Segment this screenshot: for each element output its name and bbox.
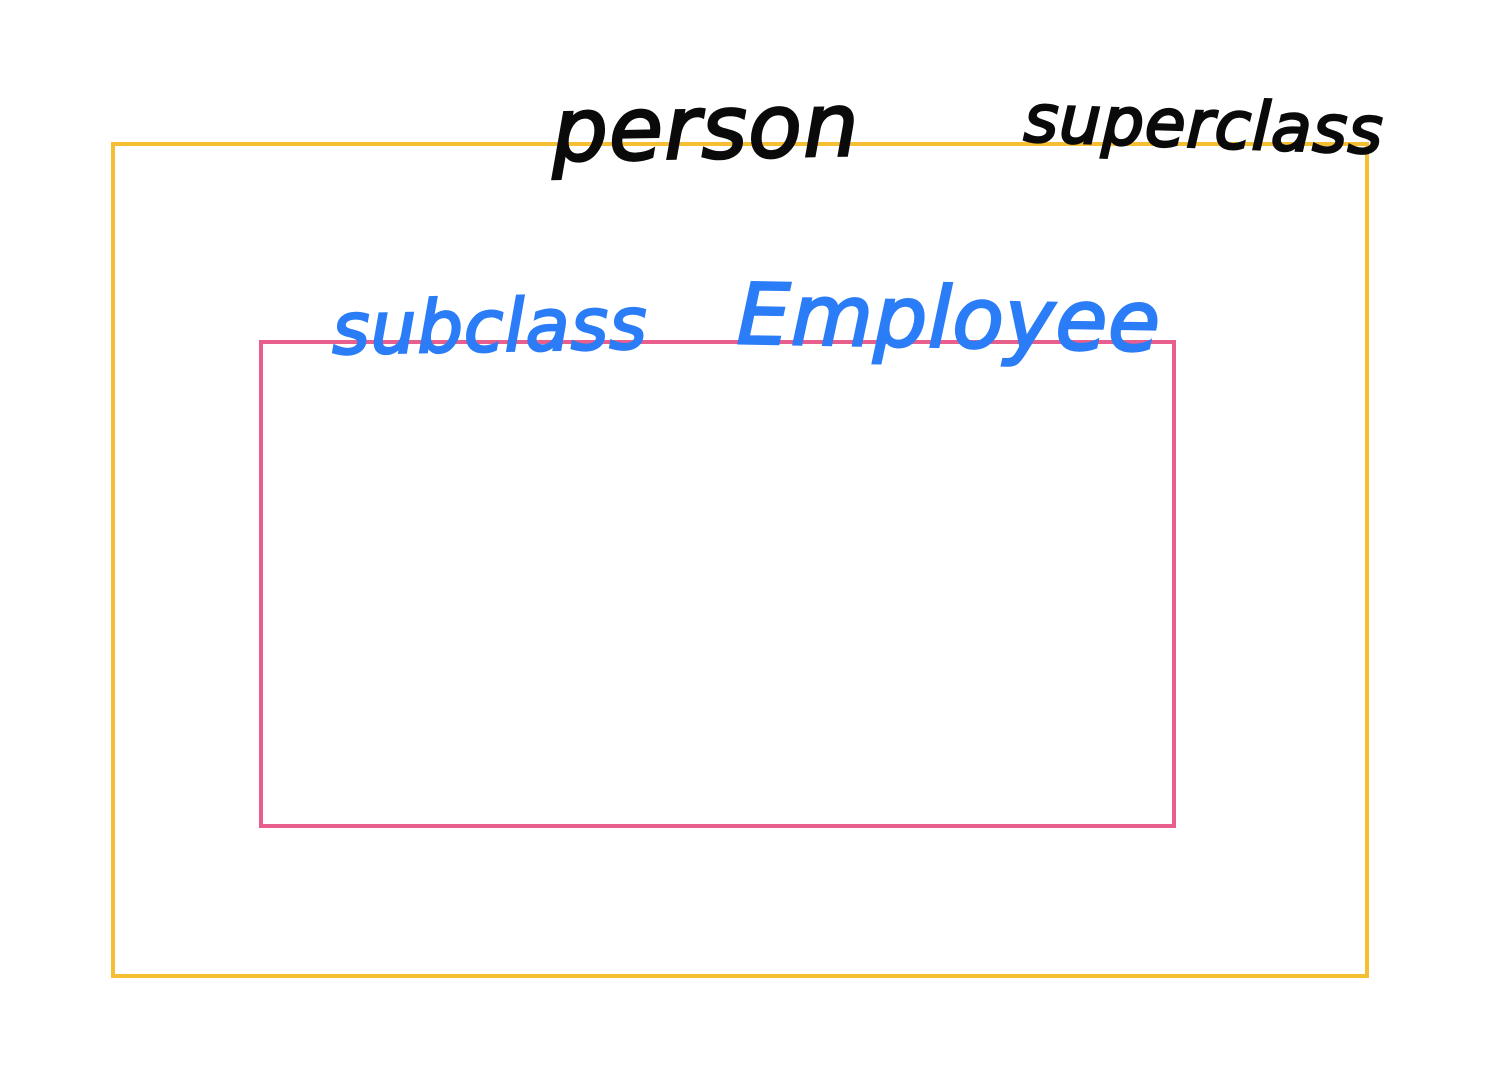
superclass-box [111,142,1369,978]
employee-label: Employee [735,264,1163,372]
subclass-box [259,340,1176,828]
superclass-label: superclass [1021,79,1386,171]
subclass-label: subclass [330,280,650,372]
person-label: person [550,72,862,183]
